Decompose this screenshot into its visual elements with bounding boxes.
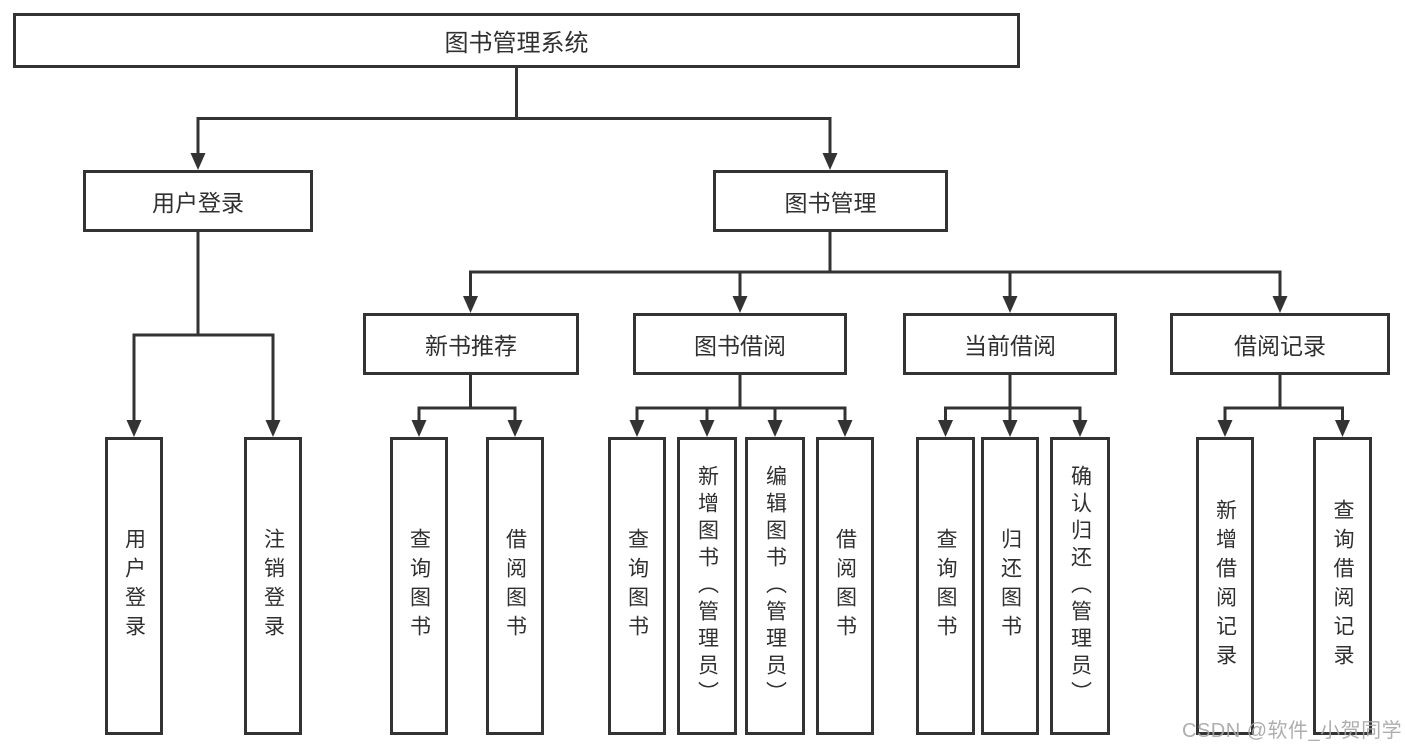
node-label: 图书借阅 — [694, 333, 786, 359]
leaf-query-books-borrow: 查询图书 — [608, 437, 666, 735]
node-label: 当前借阅 — [964, 333, 1056, 359]
node-label: 图书管理 — [784, 190, 877, 216]
node-label: 借阅图书 — [503, 528, 527, 644]
csdn-watermark: CSDN @软件_小贺同学 — [1182, 720, 1403, 742]
leaf-user-login: 用户登录 — [105, 437, 163, 735]
leaf-logout: 注销登录 — [244, 437, 302, 735]
node-label: 借阅图书 — [833, 528, 857, 644]
arrowhead-icons — [126, 153, 1350, 437]
node-label: 注销登录 — [261, 528, 285, 644]
node-borrow-records: 借阅记录 — [1170, 313, 1390, 375]
node-label: 查询图书 — [934, 528, 957, 644]
node-label: 查询借阅记录 — [1331, 499, 1354, 673]
leaf-borrow-books: 借阅图书 — [816, 437, 874, 735]
node-library-management-system: 图书管理系统 — [13, 13, 1020, 68]
leaf-query-borrow-record: 查询借阅记录 — [1313, 437, 1372, 735]
leaf-add-books-admin: 新增图书（管理员） — [677, 437, 737, 735]
node-label: 借阅记录 — [1234, 333, 1326, 359]
node-label: 编辑图书（管理员） — [763, 464, 787, 708]
node-label: 查询图书 — [407, 528, 431, 644]
node-user-login: 用户登录 — [83, 170, 313, 232]
leaf-edit-books-admin: 编辑图书（管理员） — [745, 437, 805, 735]
node-label: 确认归还（管理员） — [1068, 464, 1092, 708]
leaf-borrow-books-recommend: 借阅图书 — [486, 437, 544, 735]
node-label: 用户登录 — [152, 190, 244, 216]
node-new-book-recommend: 新书推荐 — [363, 313, 579, 375]
node-label: 新增借阅记录 — [1213, 499, 1237, 673]
leaf-add-borrow-record: 新增借阅记录 — [1196, 437, 1254, 735]
node-book-management: 图书管理 — [713, 170, 948, 232]
leaf-query-books-current: 查询图书 — [916, 437, 975, 735]
node-label: 新书推荐 — [425, 333, 517, 359]
node-label: 归还图书 — [998, 528, 1022, 644]
node-label: 查询图书 — [625, 528, 649, 644]
node-label: 用户登录 — [122, 528, 146, 644]
leaf-return-books: 归还图书 — [981, 437, 1039, 735]
node-current-borrow: 当前借阅 — [903, 313, 1117, 375]
node-book-borrow: 图书借阅 — [633, 313, 847, 375]
node-label: 图书管理系统 — [444, 30, 589, 57]
leaf-query-books-recommend: 查询图书 — [390, 437, 448, 735]
node-label: 新增图书（管理员） — [695, 464, 719, 708]
leaf-confirm-return-admin: 确认归还（管理员） — [1050, 437, 1110, 735]
